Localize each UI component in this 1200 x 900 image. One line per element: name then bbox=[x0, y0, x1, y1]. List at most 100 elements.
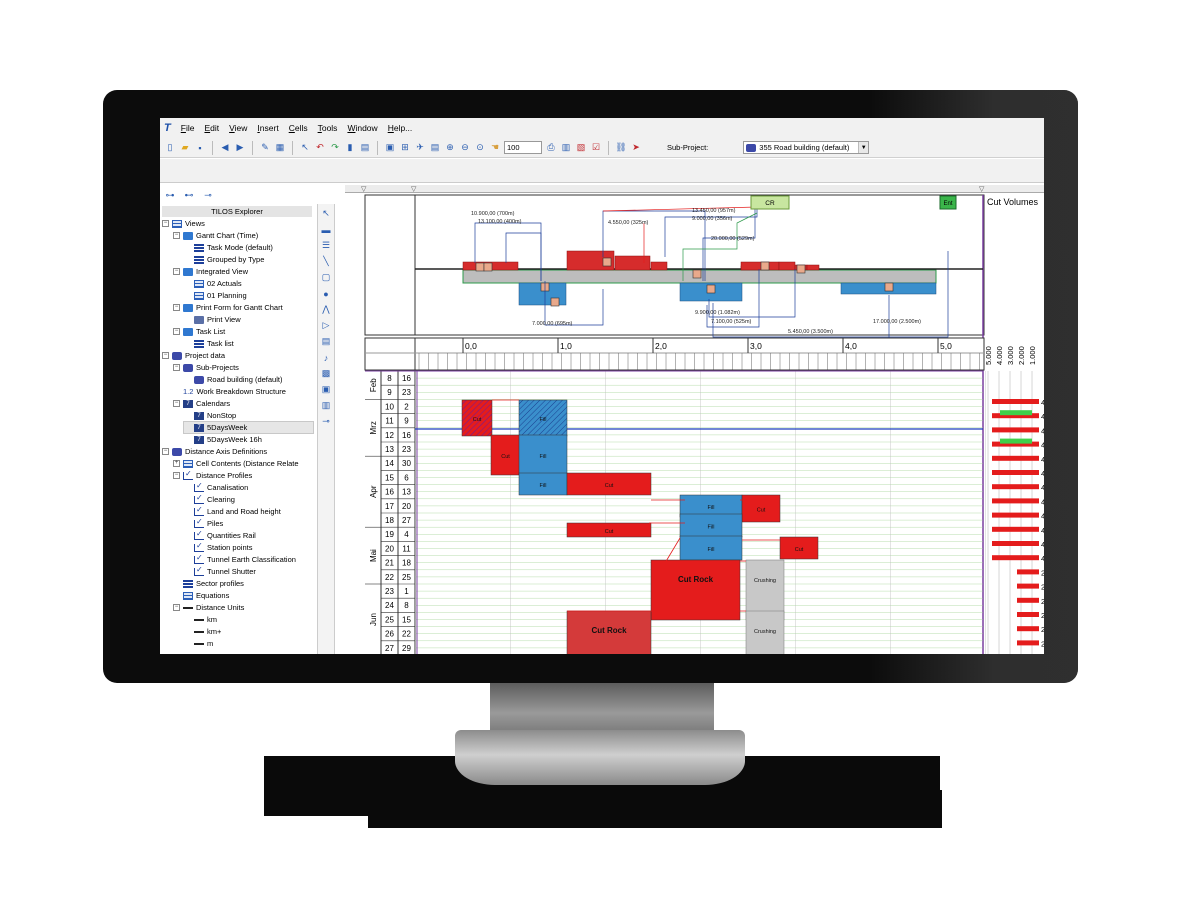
cut-volume-bar[interactable] bbox=[1017, 583, 1039, 589]
cut-volume-bar[interactable] bbox=[992, 399, 1039, 404]
collapse-icon[interactable]: − bbox=[173, 268, 180, 275]
tree-node[interactable]: −Views bbox=[162, 218, 205, 229]
task-bar[interactable] bbox=[566, 522, 652, 538]
task-bar[interactable] bbox=[518, 399, 568, 437]
image-tool-icon[interactable]: ▣ bbox=[321, 384, 331, 394]
check-icon[interactable]: ☑ bbox=[591, 142, 601, 152]
zoom-fit-icon[interactable]: ⊙ bbox=[476, 142, 484, 152]
task-bar[interactable] bbox=[490, 434, 521, 476]
tree-node[interactable]: Quantities Rail bbox=[184, 529, 256, 541]
ruler-marker-icon[interactable]: ▽ bbox=[361, 186, 367, 193]
calculator-icon[interactable]: ▤ bbox=[360, 142, 370, 152]
haul-marker[interactable] bbox=[475, 262, 485, 272]
menu-view[interactable]: View bbox=[229, 123, 248, 133]
menu-tools[interactable]: Tools bbox=[317, 123, 338, 133]
fill-volume-bar[interactable] bbox=[1000, 410, 1032, 416]
bar-tool-icon[interactable]: ▬ bbox=[321, 224, 331, 235]
table-icon[interactable]: ⊞ bbox=[401, 142, 409, 152]
haul-route[interactable] bbox=[712, 251, 949, 338]
cut-volume-bar[interactable] bbox=[992, 470, 1039, 475]
cut-volume-bar[interactable] bbox=[992, 455, 1039, 461]
note-tool-icon[interactable]: ▤ bbox=[321, 336, 331, 346]
tree-node[interactable]: 01 Planning bbox=[184, 290, 247, 301]
task-bar[interactable] bbox=[779, 536, 819, 560]
collapse-icon[interactable]: − bbox=[173, 472, 180, 479]
tree-node[interactable]: Clearing bbox=[184, 493, 235, 505]
cut-block[interactable] bbox=[566, 250, 615, 271]
cut-volume-bar[interactable] bbox=[992, 413, 1039, 419]
cut-volume-bar[interactable] bbox=[1017, 569, 1039, 575]
task-bar[interactable] bbox=[679, 535, 743, 561]
print-icon[interactable]: ⎙ bbox=[547, 142, 555, 152]
menu-file[interactable]: File bbox=[180, 123, 195, 133]
document-icon[interactable]: ▣ bbox=[385, 142, 395, 152]
tree-node[interactable]: −Project data bbox=[162, 350, 225, 361]
task-bar[interactable] bbox=[461, 399, 493, 437]
haul-marker[interactable] bbox=[884, 282, 894, 292]
task-bar[interactable] bbox=[650, 559, 741, 621]
layout-icon[interactable]: ▤ bbox=[430, 142, 440, 152]
list-tool-icon[interactable]: ☰ bbox=[321, 240, 331, 250]
tree-node[interactable]: +Cell Contents (Distance Relate bbox=[173, 458, 299, 469]
back-icon[interactable]: ◀ bbox=[221, 142, 229, 152]
link-icon[interactable]: ⛓ bbox=[615, 142, 627, 152]
tree-node[interactable]: Print View bbox=[184, 314, 241, 325]
chevron-down-icon[interactable]: ▼ bbox=[858, 142, 869, 153]
collapse-icon[interactable]: − bbox=[162, 220, 169, 227]
plane-icon[interactable]: ✈ bbox=[416, 142, 424, 152]
tree-node[interactable]: Tunnel Earth Classification bbox=[184, 553, 296, 565]
tree-node[interactable]: −Task List bbox=[173, 326, 225, 337]
subproject-select[interactable]: 355 Road building (default) ▼ bbox=[743, 141, 870, 154]
circle-tool-icon[interactable]: ● bbox=[323, 288, 329, 299]
ruler-marker-icon[interactable]: ▽ bbox=[979, 186, 985, 193]
forward-icon[interactable]: ▶ bbox=[236, 142, 244, 152]
haul-route[interactable] bbox=[664, 207, 758, 257]
zoom-out-icon[interactable]: ⊖ bbox=[461, 142, 469, 152]
collapse-icon[interactable]: − bbox=[173, 400, 180, 407]
menu-insert[interactable]: Insert bbox=[257, 123, 279, 133]
cut-volume-bar[interactable] bbox=[992, 526, 1039, 532]
triangle-tool-icon[interactable]: ▷ bbox=[322, 320, 330, 330]
haul-marker[interactable] bbox=[706, 284, 716, 294]
explorer-collapse-icon[interactable]: ⊸ bbox=[204, 189, 212, 200]
tree-node[interactable]: −Distance Units bbox=[173, 602, 244, 613]
menu-help[interactable]: Help... bbox=[387, 123, 413, 133]
haul-marker[interactable] bbox=[483, 262, 493, 272]
send-icon[interactable]: ➤ bbox=[632, 142, 640, 152]
ent-box[interactable] bbox=[939, 195, 957, 210]
haul-marker[interactable] bbox=[796, 264, 806, 274]
tree-node[interactable]: −Distance Profiles bbox=[173, 469, 252, 481]
line-tool-icon[interactable]: ╲ bbox=[323, 256, 329, 266]
connector-tool-icon[interactable]: ⊸ bbox=[322, 416, 330, 426]
task-bar[interactable] bbox=[741, 494, 781, 523]
pattern-tool-icon[interactable]: ▩ bbox=[321, 368, 331, 378]
tree-node[interactable]: Road building (default) bbox=[184, 374, 282, 385]
tree-node[interactable]: Canalisation bbox=[184, 481, 248, 493]
haul-marker[interactable] bbox=[602, 257, 612, 267]
tree-node[interactable]: Tunnel Shutter bbox=[184, 565, 256, 577]
tree-node[interactable]: Land and Road height bbox=[184, 505, 281, 517]
tree-node[interactable]: −Gantt Chart (Time) bbox=[173, 230, 258, 241]
collapse-icon[interactable]: − bbox=[173, 232, 180, 239]
cut-volume-bar[interactable] bbox=[992, 441, 1039, 447]
tree-node[interactable]: Grouped by Type bbox=[184, 254, 264, 265]
tree-node[interactable]: −Distance Axis Definitions bbox=[162, 446, 267, 457]
tree-node[interactable]: Task list bbox=[184, 338, 234, 349]
lock-icon[interactable]: ▮ bbox=[347, 142, 353, 152]
haul-route[interactable] bbox=[706, 269, 760, 328]
new-file-icon[interactable]: ▯ bbox=[167, 142, 173, 152]
menu-cells[interactable]: Cells bbox=[288, 123, 308, 133]
haul-route[interactable] bbox=[702, 205, 756, 281]
haul-route[interactable] bbox=[602, 210, 706, 281]
collapse-icon[interactable]: − bbox=[173, 328, 180, 335]
redo-icon[interactable]: ↷ bbox=[331, 142, 339, 152]
cut-block[interactable] bbox=[740, 261, 780, 271]
cut-volume-bar[interactable] bbox=[992, 484, 1039, 490]
menu-edit[interactable]: Edit bbox=[204, 123, 220, 133]
tree-node[interactable]: m bbox=[184, 638, 213, 649]
tree-node[interactable]: Sector profiles bbox=[173, 578, 244, 589]
